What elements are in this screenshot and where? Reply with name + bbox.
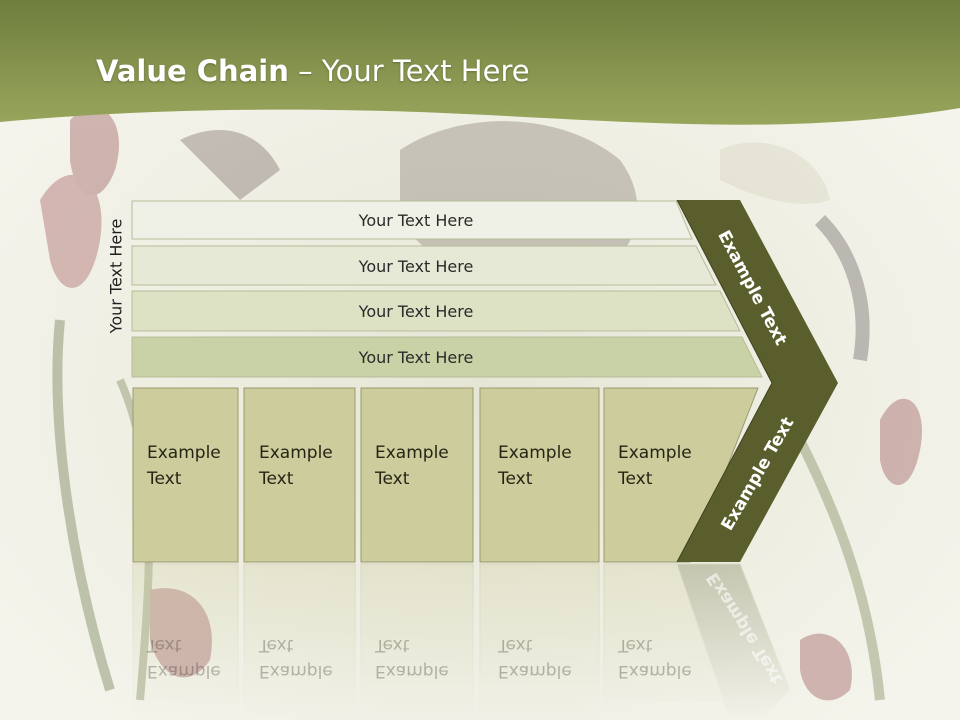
page-title: Value Chain – Your Text Here (96, 54, 530, 88)
column-text-5-reflection: Example Text (618, 632, 692, 684)
column-text-1-line1: Example (147, 443, 221, 463)
column-text-1: Example Text (147, 440, 221, 492)
column-box-1 (132, 387, 239, 563)
row-bar-2 (131, 245, 717, 286)
column-text-2-reflection: Example Text (259, 632, 333, 684)
column-text-3: Example Text (375, 440, 449, 492)
column-text-5: Example Text (618, 440, 692, 492)
header-band (0, 0, 960, 125)
column-text-5-reflection-line1: Example (618, 661, 692, 681)
column-box-4 (479, 387, 600, 563)
column-box-2 (243, 387, 356, 563)
column-text-4-line1: Example (498, 443, 572, 463)
column-text-4-line2: Text (498, 469, 533, 489)
row-bar-4 (131, 336, 763, 378)
row-bar-3 (131, 290, 741, 332)
column-text-2-line2: Text (259, 469, 294, 489)
column-text-1-reflection: Example Text (147, 632, 221, 684)
column-text-4-reflection: Example Text (498, 632, 572, 684)
column-text-2-line1: Example (259, 443, 333, 463)
chevron-arrow (677, 200, 838, 562)
column-text-1-reflection-line1: Example (147, 661, 221, 681)
column-box-3 (360, 387, 474, 563)
row-label-3: Your Text Here (358, 301, 474, 321)
row-label-1: Your Text Here (358, 210, 474, 230)
column-text-2: Example Text (259, 440, 333, 492)
column-text-4-reflection-line2: Text (498, 635, 533, 655)
column-text-4: Example Text (498, 440, 572, 492)
row-bar-1 (131, 200, 693, 240)
column-text-3-reflection-line1: Example (375, 661, 449, 681)
row-label-4: Your Text Here (358, 347, 474, 367)
column-text-3-reflection: Example Text (375, 632, 449, 684)
row-label-2: Your Text Here (358, 256, 474, 276)
column-text-3-line2: Text (375, 469, 410, 489)
column-text-1-reflection-line2: Text (147, 635, 182, 655)
column-text-5-line1: Example (618, 443, 692, 463)
title-subtitle: – Your Text Here (288, 54, 530, 88)
column-text-3-reflection-line2: Text (375, 635, 410, 655)
column-text-4-reflection-line1: Example (498, 661, 572, 681)
column-text-5-line2: Text (618, 469, 653, 489)
column-text-5-reflection-line2: Text (618, 635, 653, 655)
column-text-2-reflection-line2: Text (259, 635, 294, 655)
title-main: Value Chain (96, 54, 289, 88)
column-text-1-line2: Text (147, 469, 182, 489)
column-text-2-reflection-line1: Example (259, 661, 333, 681)
column-text-3-line1: Example (375, 443, 449, 463)
